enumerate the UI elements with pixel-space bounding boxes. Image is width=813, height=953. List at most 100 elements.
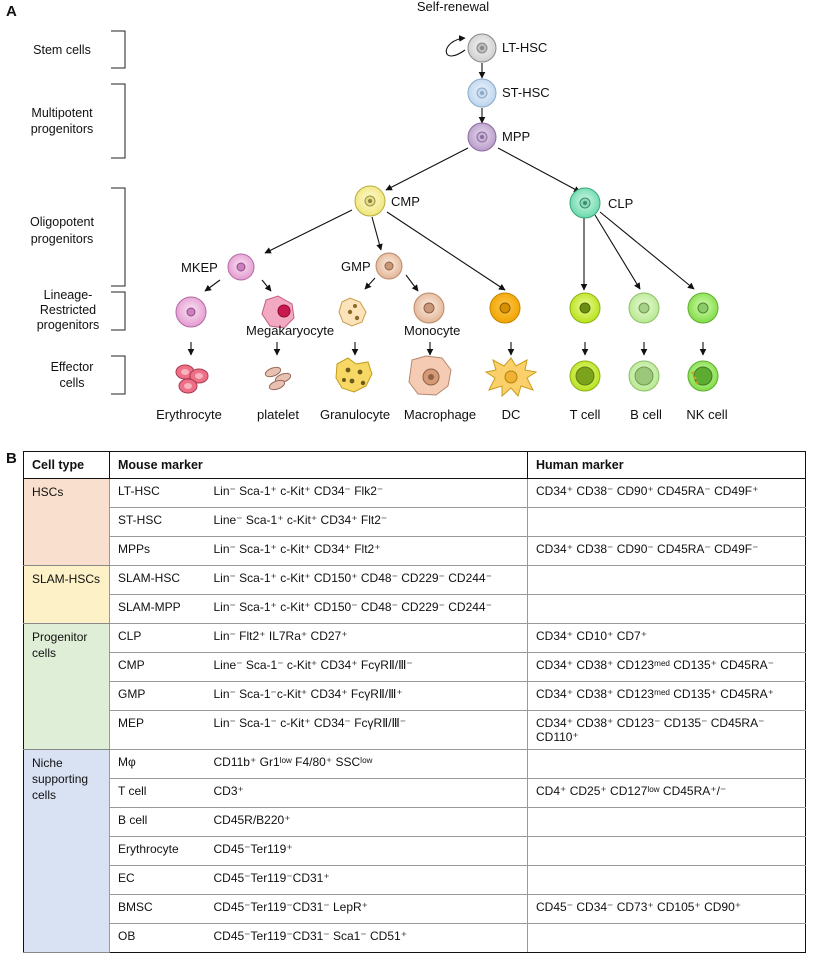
lineage-arrows [187,35,707,356]
stage-lineage-line2: Restricted [40,303,96,317]
mouse-marker: CD11b⁺ Gr1ˡᵒʷ F4/80⁺ SSCˡᵒʷ [205,749,528,779]
erythroid-progenitor-cell [175,296,207,328]
human-marker [527,923,807,953]
cell-type: MEP [109,710,206,750]
gmp-cell [375,252,403,280]
cell-type: LT-HSC [109,478,206,508]
mouse-marker: CD45⁻Ter119⁺ [205,836,528,866]
erythrocyte-cells [175,364,209,394]
mouse-marker: Lin⁻ Sca-1⁺ c-Kit⁺ CD34⁺ Flt2⁺ [205,536,528,566]
cell-type: EC [109,865,206,895]
label-clp: CLP [608,196,633,211]
human-marker [527,807,807,837]
st-hsc-cell [467,78,497,108]
human-marker: CD45⁻ CD34⁻ CD73⁺ CD105⁺ CD90⁺ [527,894,807,924]
self-renewal-label: Self-renewal [417,0,489,14]
hematopoiesis-diagram: A Self-renewal Stem cells Multipotent pr… [6,0,728,422]
cell-type: MPPs [109,536,206,566]
stage-multipotent-line1: Multipotent [31,106,93,120]
mpp-cell [467,122,497,152]
header-mouse-marker: Mouse marker [108,451,529,479]
mkep-cell [227,253,255,281]
granulocyte-cell [335,357,373,393]
mouse-marker: Lin⁻ Sca-1⁻ c-Kit⁺ CD34⁻ FcγRⅡ/Ⅲ⁻ [205,710,528,750]
label-macrophage: Macrophage [404,407,476,422]
cell-type: SLAM-MPP [109,594,206,624]
mouse-marker: Line⁻ Sca-1⁻ c-Kit⁺ CD34⁺ FcγRⅡ/Ⅲ⁻ [205,652,528,682]
label-mpp: MPP [502,129,530,144]
label-b-cell: B cell [630,407,662,422]
cell-type: T cell [109,778,206,808]
stage-effector-line2: cells [59,376,84,390]
label-granulocyte: Granulocyte [320,407,390,422]
cell-type: Erythrocyte [109,836,206,866]
label-mkep: MKEP [181,260,218,275]
monocyte-cell [413,292,445,324]
marker-table: Cell type Mouse marker Human marker HSCs… [23,451,807,953]
cell-type: GMP [109,681,206,711]
cell-type: CMP [109,652,206,682]
mouse-marker: CD3⁺ [205,778,528,808]
t-progenitor-cell [569,292,601,324]
mouse-marker: Line⁻ Sca-1⁺ c-Kit⁺ CD34⁺ Flt2⁻ [205,507,528,537]
cell-type: Mφ [109,749,206,779]
group-cell: HSCs [23,478,110,566]
stage-lineage-line1: Lineage- [44,288,93,302]
mouse-marker: CD45R/B220⁺ [205,807,528,837]
human-marker: CD34⁺ CD38⁺ CD123ᵐᵉᵈ CD135⁺ CD45RA⁻ [527,652,807,682]
panel-a-letter: A [6,3,17,20]
human-marker: CD34⁺ CD38⁺ CD123ᵐᵉᵈ CD135⁺ CD45RA⁺ [527,681,807,711]
mouse-marker: CD45⁻Ter119⁻CD31⁻ Sca1⁻ CD51⁺ [205,923,528,953]
header-human-marker: Human marker [527,451,807,479]
lt-hsc-cell [467,33,497,63]
nk-progenitor-cell [687,292,719,324]
human-marker: CD34⁺ CD38⁺ CD123⁻ CD135⁻ CD45RA⁻ CD110⁺ [527,710,807,750]
label-platelet: platelet [257,407,299,422]
t-cell [569,360,601,392]
human-marker: CD34⁺ CD38⁻ CD90⁻ CD45RA⁻ CD49F⁻ [527,536,807,566]
human-marker [527,749,807,779]
mouse-marker: Lin⁻ Sca-1⁻c-Kit⁺ CD34⁺ FcγRⅡ/Ⅲ⁺ [205,681,528,711]
group-cell: Niche supporting cells [23,749,110,953]
label-cmp: CMP [391,194,420,209]
dc-progenitor-cell [489,292,521,324]
mouse-marker: CD45⁻Ter119⁻CD31⁻ LepR⁺ [205,894,528,924]
panel-b-letter: B [6,450,17,467]
cell-type: CLP [109,623,206,653]
megakaryocyte-cell [261,295,295,329]
b-progenitor-cell [628,292,660,324]
label-dc: DC [502,407,521,422]
cell-type: SLAM-HSC [109,565,206,595]
mouse-marker: Lin⁻ Flt2⁺ IL7Ra⁺ CD27⁺ [205,623,528,653]
cmp-cell [354,185,386,217]
human-marker [527,836,807,866]
human-marker: CD4⁺ CD25⁺ CD127ˡᵒʷ CD45RA⁺/⁻ [527,778,807,808]
human-marker [527,865,807,895]
cell-type: OB [109,923,206,953]
b-cell [628,360,660,392]
label-t-cell: T cell [570,407,601,422]
nk-cell [687,360,719,392]
header-cell-type: Cell type [23,451,110,479]
cell-type: BMSC [109,894,206,924]
label-monocyte: Monocyte [404,323,460,338]
table-header-row: Cell type Mouse marker Human marker [23,451,807,479]
mouse-marker: Lin⁻ Sca-1⁺ c-Kit⁺ CD150⁻ CD48⁻ CD229⁻ C… [205,594,528,624]
stage-lineage-line3: progenitors [37,318,100,332]
